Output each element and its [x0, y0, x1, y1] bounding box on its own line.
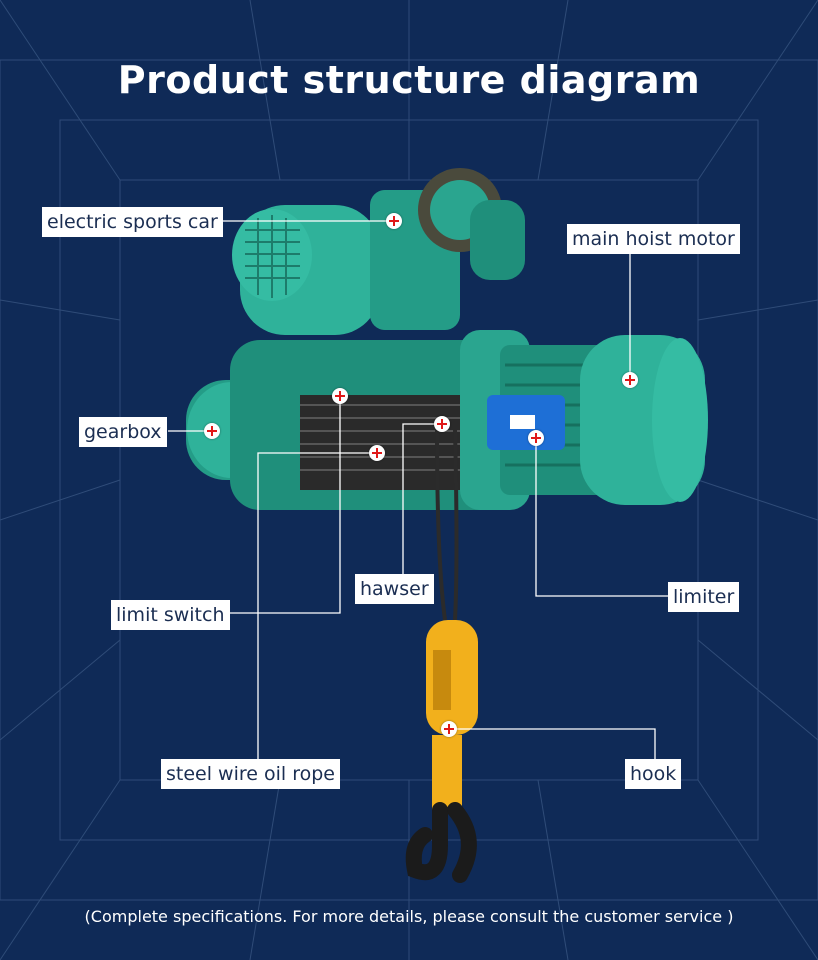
page-title: Product structure diagram	[117, 58, 701, 102]
label-electric-sports-car: electric sports car	[42, 207, 223, 237]
label-steel-wire-oil-rope: steel wire oil rope	[161, 759, 340, 789]
trolley-motor	[232, 168, 525, 335]
marker-electric-sports-car[interactable]	[386, 213, 402, 229]
limiter-box	[487, 395, 565, 450]
label-main-hoist-motor: main hoist motor	[567, 224, 740, 254]
label-limiter: limiter	[668, 582, 740, 612]
marker-steel-wire-oil-rope[interactable]	[369, 445, 385, 461]
marker-hook[interactable]	[441, 721, 457, 737]
label-hook: hook	[625, 759, 682, 789]
label-limit-switch: limit switch	[111, 600, 230, 630]
marker-hawser[interactable]	[434, 416, 450, 432]
marker-limiter[interactable]	[528, 430, 544, 446]
wire-ropes	[435, 429, 459, 621]
marker-gearbox[interactable]	[204, 423, 220, 439]
marker-limit-switch[interactable]	[332, 388, 348, 404]
marker-main-hoist-motor[interactable]	[622, 372, 638, 388]
label-gearbox: gearbox	[79, 417, 167, 447]
leader-lines	[168, 220, 672, 773]
footer-note: (Complete specifications. For more detai…	[84, 907, 734, 926]
hook-block	[405, 620, 478, 883]
hoist-motor	[500, 335, 708, 505]
label-hawser: hawser	[355, 574, 434, 604]
drum-body	[230, 330, 530, 510]
